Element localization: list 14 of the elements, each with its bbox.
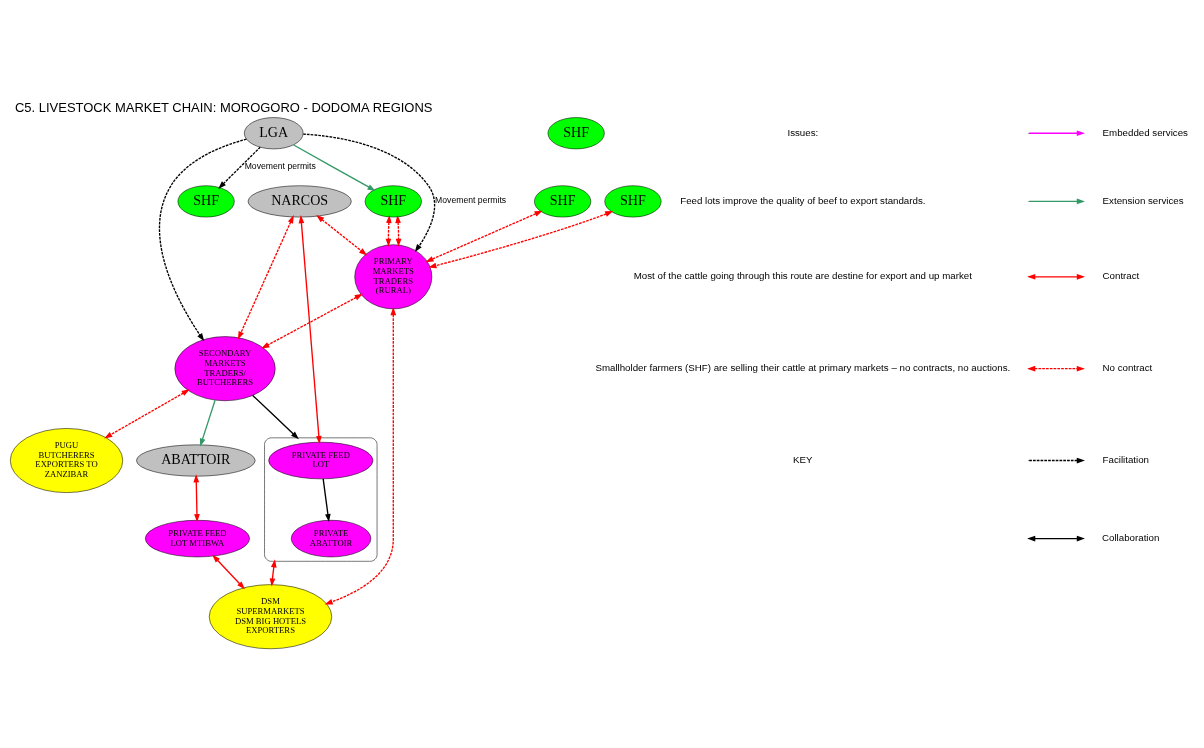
- edge-label: Movement permits: [435, 195, 507, 206]
- label: KEY: [793, 453, 813, 465]
- label: Smallholder farmers (SHF) are selling their cattle at primary markets – no contracts, no auctions.: [595, 362, 1011, 374]
- label: Most of the cattle going through this route are destine for export and up market: [633, 270, 972, 282]
- legend-label: No contract: [1102, 362, 1153, 374]
- legend-label: Embedded services: [1102, 126, 1188, 138]
- diagram-title: C5. LIVESTOCK MARKET CHAIN: MOROGORO - DODOMA REGIONS: [14, 99, 433, 115]
- legend-label: Extension services: [1102, 194, 1184, 206]
- legend-label: Collaboration: [1102, 531, 1160, 543]
- legend-label: Contract: [1102, 270, 1140, 282]
- label: Feed lots improve the quality of beef to export standards.: [680, 194, 926, 206]
- label: Issues:: [787, 126, 819, 138]
- legend-label: Facilitation: [1102, 453, 1150, 465]
- edge-label: Movement permits: [244, 161, 316, 172]
